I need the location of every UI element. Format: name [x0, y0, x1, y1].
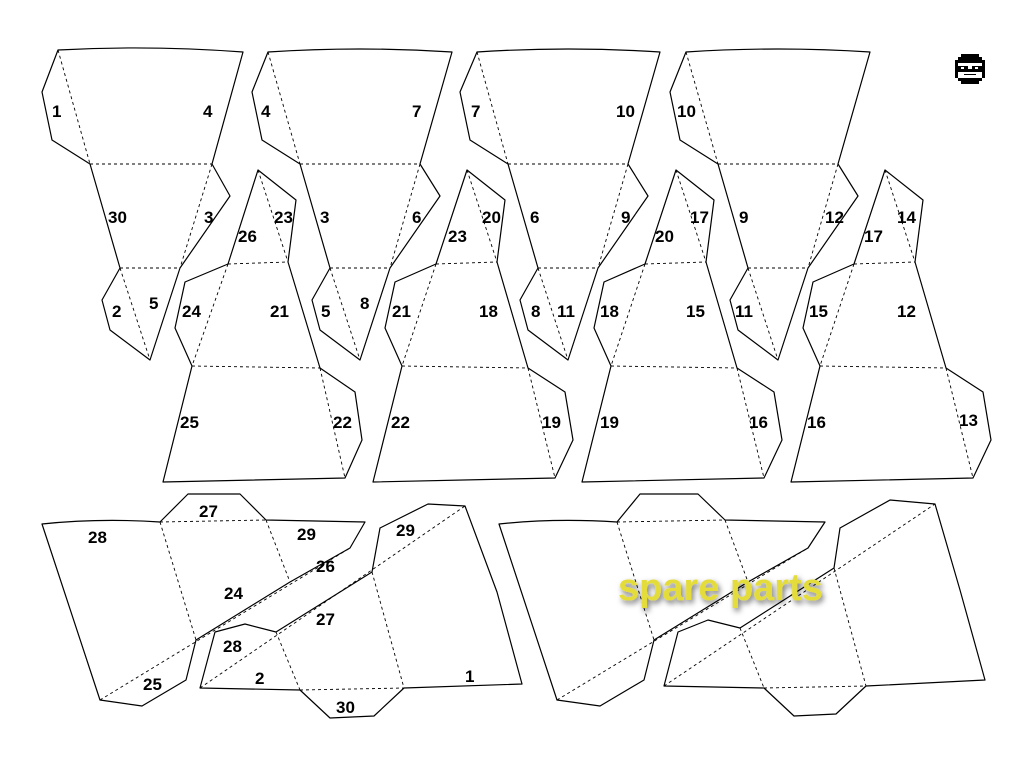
piece-labels: 1 4 30 3 2 5 4 7 3 6 5 8 7 10 6 9 8 11 1…: [52, 102, 978, 717]
label-27: 27: [199, 502, 218, 521]
label-11: 11: [735, 302, 753, 321]
label-13: 13: [959, 411, 978, 430]
label-18: 18: [479, 302, 498, 321]
piece-g: [581, 169, 783, 483]
label-12: 12: [825, 208, 844, 227]
label-20: 20: [655, 227, 674, 246]
label-26: 26: [238, 227, 257, 246]
label-24: 24: [224, 584, 243, 603]
pixel-face-with-sunglasses-icon: [955, 54, 985, 84]
piece-e: [162, 169, 363, 483]
label-28: 28: [223, 637, 242, 656]
label-1: 1: [52, 102, 61, 121]
label-29: 29: [396, 521, 415, 540]
label-3: 3: [204, 208, 213, 227]
piece-j: [199, 503, 523, 719]
label-8: 8: [531, 302, 540, 321]
piece-a: [41, 47, 244, 361]
label-6: 6: [530, 208, 539, 227]
spare-piece-k: [498, 493, 826, 707]
piece-i: [41, 493, 366, 707]
piece-f: [372, 169, 574, 483]
label-14: 14: [897, 208, 916, 227]
label-24: 24: [182, 302, 201, 321]
label-12: 12: [897, 302, 916, 321]
label-3: 3: [320, 208, 329, 227]
label-29: 29: [297, 525, 316, 544]
label-22: 22: [391, 413, 410, 432]
label-22: 22: [333, 413, 352, 432]
label-23: 23: [274, 208, 293, 227]
label-2: 2: [255, 669, 264, 688]
label-21: 21: [392, 302, 411, 321]
label-19: 19: [542, 413, 561, 432]
label-4: 4: [261, 102, 271, 121]
piece-b: [251, 48, 453, 361]
piece-c: [459, 48, 661, 361]
spare-parts-label: spare parts: [618, 567, 823, 609]
label-30: 30: [108, 208, 127, 227]
label-15: 15: [686, 302, 705, 321]
label-7: 7: [471, 102, 480, 121]
label-7: 7: [412, 102, 421, 121]
piece-h: [790, 169, 992, 483]
label-17: 17: [690, 208, 709, 227]
label-11: 11: [557, 302, 575, 321]
label-17: 17: [864, 227, 883, 246]
label-30: 30: [336, 698, 355, 717]
label-18: 18: [600, 302, 619, 321]
label-9: 9: [621, 208, 630, 227]
label-2: 2: [112, 302, 121, 321]
spare-piece-l: [663, 499, 986, 717]
piece-d: [669, 48, 871, 361]
label-23: 23: [448, 227, 467, 246]
label-28: 28: [88, 528, 107, 547]
label-5: 5: [149, 294, 158, 313]
label-26: 26: [316, 557, 335, 576]
label-20: 20: [482, 208, 501, 227]
label-4: 4: [203, 102, 213, 121]
label-6: 6: [412, 208, 421, 227]
label-1: 1: [465, 667, 474, 686]
label-10: 10: [677, 102, 696, 121]
label-5: 5: [321, 302, 330, 321]
label-25: 25: [180, 413, 199, 432]
label-25: 25: [143, 675, 162, 694]
label-21: 21: [270, 302, 289, 321]
label-8: 8: [360, 294, 369, 313]
label-19: 19: [600, 413, 619, 432]
label-27: 27: [316, 610, 335, 629]
label-16: 16: [749, 413, 768, 432]
label-16: 16: [807, 413, 826, 432]
label-9: 9: [739, 208, 748, 227]
label-10: 10: [616, 102, 635, 121]
label-15: 15: [809, 302, 828, 321]
